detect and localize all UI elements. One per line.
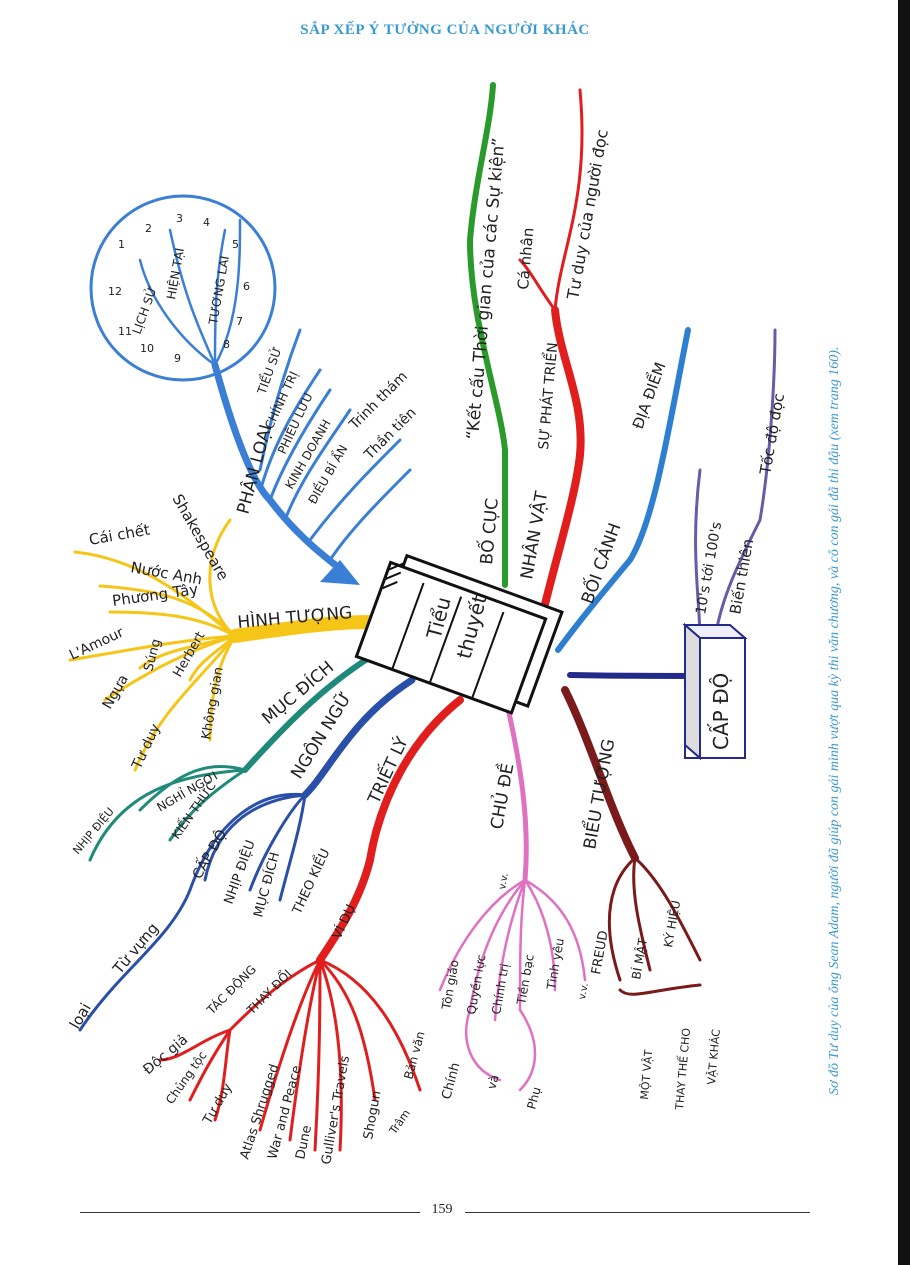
item: v.v. bbox=[577, 982, 591, 1000]
item: Trâm bbox=[386, 1107, 413, 1137]
item: Cá nhân bbox=[514, 227, 537, 290]
item: 9 bbox=[174, 352, 181, 365]
item: 6 bbox=[243, 280, 250, 293]
item: THEO KIỂU bbox=[288, 846, 334, 918]
item: SỰ PHÁT TRIỂN bbox=[533, 342, 561, 451]
page-number: 159 bbox=[431, 1202, 453, 1217]
item: Chính trị bbox=[489, 963, 512, 1016]
caption-line-1: Sơ đồ Tư duy của ông Sean Adam, người đã… bbox=[827, 346, 842, 1095]
footer-rule-left bbox=[80, 1212, 420, 1213]
item: Gulliver's Travels bbox=[319, 1054, 353, 1165]
mind-map: Tiểu thuyết HÌNH TƯỢNG MỤC ĐÍCH NGÔN NGỮ… bbox=[66, 82, 788, 1166]
cap-do-box bbox=[682, 622, 748, 761]
item: L'Amour bbox=[67, 624, 127, 663]
item: 2 bbox=[145, 222, 152, 235]
item: MỘT VẬT bbox=[638, 1049, 655, 1100]
branch-chu-de bbox=[502, 692, 529, 883]
item: 11 bbox=[118, 325, 132, 338]
item: “Kết cấu Thời gian của các Sự kiện” bbox=[462, 137, 509, 440]
item: Từ vựng bbox=[109, 919, 163, 978]
item: FREUD bbox=[589, 930, 611, 976]
item: Tư duy bbox=[129, 721, 164, 772]
item: 10's tới 100's bbox=[693, 521, 725, 616]
item: Tốc độ đọc bbox=[756, 392, 788, 477]
item: 7 bbox=[236, 315, 243, 328]
item: Tình yêu bbox=[544, 937, 567, 991]
item: VÍ DỤ bbox=[329, 902, 359, 942]
item: 8 bbox=[223, 338, 230, 351]
item: 1 bbox=[118, 238, 125, 251]
item: Dune bbox=[293, 1124, 315, 1161]
item: Không gian bbox=[199, 666, 227, 741]
item: CẤP ĐỘ bbox=[187, 826, 231, 882]
label-chu-de: CHỦ ĐỀ bbox=[483, 761, 518, 831]
item: VẬT KHÁC bbox=[705, 1028, 723, 1085]
item: Tiền bạc bbox=[514, 953, 537, 1006]
item: Tư duy bbox=[200, 1081, 236, 1128]
page-header: SẮP XẾP Ý TƯỞNG CỦA NGƯỜI KHÁC bbox=[300, 22, 590, 38]
footer-rule-right bbox=[465, 1212, 810, 1213]
item: Biến thiên bbox=[726, 537, 757, 615]
branch-boi-canh bbox=[555, 327, 691, 653]
item: 10 bbox=[140, 342, 154, 355]
branch-triet-ly bbox=[316, 696, 464, 964]
item: Shogun bbox=[361, 1090, 384, 1141]
page-edge bbox=[898, 0, 910, 1265]
label-boi-canh: BỐI CẢNH bbox=[574, 519, 625, 607]
item: Phương Tây bbox=[111, 580, 199, 610]
branch-bieu-tuong bbox=[561, 686, 639, 862]
item: Quyền lực bbox=[464, 954, 488, 1016]
item: THAY THẾ CHO bbox=[672, 1027, 693, 1111]
item: Chính bbox=[439, 1061, 463, 1101]
item: LỊCH SỬ bbox=[128, 284, 160, 336]
item: Phụ bbox=[524, 1085, 543, 1110]
item: BÍ MẬT bbox=[628, 936, 650, 980]
figure-caption: Sơ đồ Tư duy của ông Sean Adam, người đã… bbox=[826, 135, 844, 1095]
item: và bbox=[484, 1073, 501, 1091]
book-center bbox=[354, 553, 564, 715]
branch-ngon-ngu bbox=[301, 676, 416, 799]
branch-hinh-tuong bbox=[228, 615, 379, 643]
item: 5 bbox=[232, 238, 239, 251]
item: NHỊP ĐIỆU bbox=[221, 838, 259, 906]
label-bo-cuc: BỐ CỤC bbox=[473, 497, 503, 565]
page-footer: 159 bbox=[80, 1202, 810, 1222]
item: ĐỊA ĐIỂM bbox=[626, 359, 670, 432]
item: Tư duy của người đọc bbox=[563, 128, 612, 302]
item: 12 bbox=[108, 285, 122, 298]
item: loại bbox=[66, 1000, 95, 1032]
branch-bo-cuc bbox=[466, 82, 509, 588]
label-nhan-vat: NHÂN VẬT bbox=[515, 489, 552, 581]
label-bieu-tuong: BIỂU TƯỢNG bbox=[576, 737, 619, 851]
item: 4 bbox=[203, 216, 210, 229]
item: MỤC ĐÍCH bbox=[250, 850, 283, 919]
item: TƯƠNG LAI bbox=[206, 255, 232, 327]
item: Ngựa bbox=[100, 672, 132, 712]
branch-nhan-vat bbox=[536, 306, 585, 629]
branch-cap-do bbox=[567, 672, 703, 679]
item: Tôn giáo bbox=[439, 959, 462, 1012]
item: v.v. bbox=[497, 872, 511, 890]
item: 3 bbox=[176, 212, 183, 225]
item: HIỆN TẠI bbox=[163, 247, 187, 301]
label-cap-do: CẤP ĐỘ bbox=[708, 673, 733, 750]
item: Cái chết bbox=[88, 521, 152, 549]
